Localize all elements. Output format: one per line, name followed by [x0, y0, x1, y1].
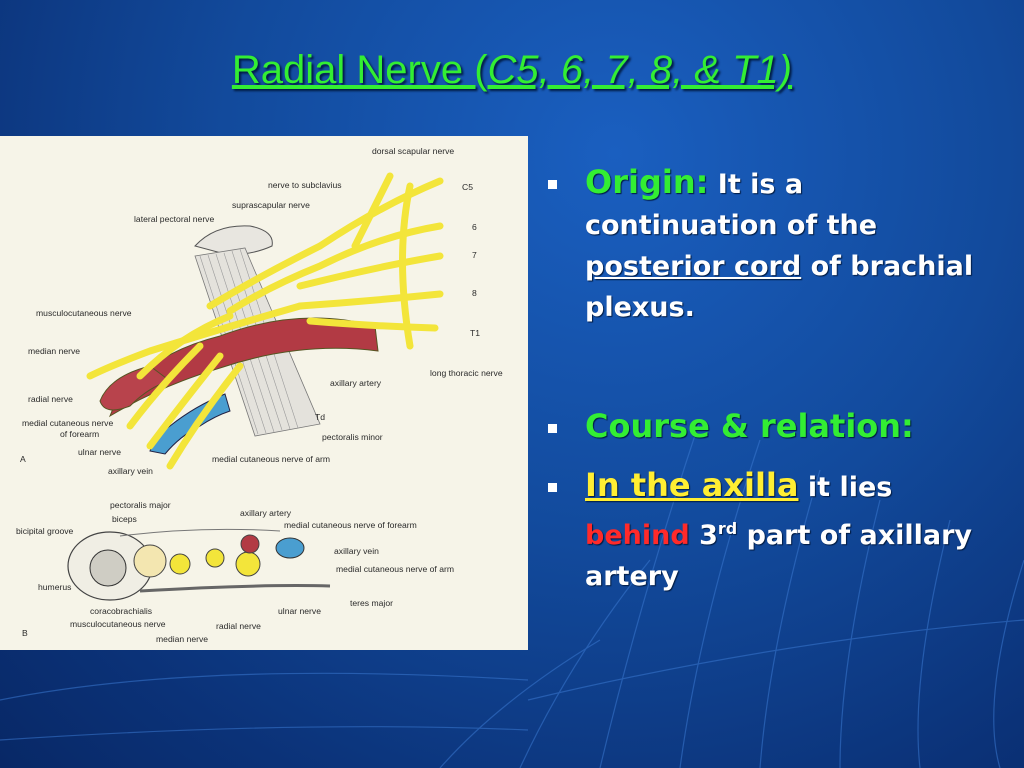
figure-label: coracobrachialis	[90, 606, 153, 616]
figure-label: axillary artery	[330, 378, 382, 388]
figure-label: medial cutaneous nerve of arm	[336, 564, 454, 574]
figure-label: 6	[472, 222, 477, 232]
figure-label: radial nerve	[216, 621, 261, 631]
figure-label: musculocutaneous nerve	[36, 308, 132, 318]
figure-label: axillary vein	[108, 466, 153, 476]
figure-label: lateral pectoral nerve	[134, 214, 215, 224]
figure-label: median nerve	[156, 634, 209, 644]
figure-label: teres major	[350, 598, 393, 608]
figure-label: 7	[472, 250, 477, 260]
figure-label: axillary vein	[334, 546, 379, 556]
anatomy-figure: dorsal scapular nerve nerve to subclaviu…	[0, 136, 528, 650]
figure-label: humerus	[38, 582, 72, 592]
figure-label: radial nerve	[28, 394, 73, 404]
course-label: Course & relation:	[585, 407, 914, 445]
figure-label: B	[22, 628, 28, 638]
bullet-marker	[548, 180, 557, 189]
axilla-label: In the axilla	[585, 466, 799, 504]
bullet-marker	[548, 483, 557, 492]
behind-term: behind	[585, 520, 690, 551]
figure-label: biceps	[112, 514, 137, 524]
figure-label: nerve to subclavius	[268, 180, 342, 190]
slide-title: Radial Nerve (C5, 6, 7, 8, & T1)	[231, 48, 793, 92]
figure-label: A	[20, 454, 26, 464]
figure-label: long thoracic nerve	[430, 368, 503, 378]
origin-label: Origin:	[585, 163, 709, 201]
figure-label: of forearm	[60, 429, 100, 439]
figure-label: C5	[462, 182, 473, 192]
figure-label: T1	[470, 328, 481, 338]
bullet-marker	[548, 424, 557, 433]
figure-label: suprascapular nerve	[232, 200, 310, 210]
brachial-plexus-drawing	[67, 172, 444, 601]
panel-b-drawing	[67, 528, 331, 601]
figure-label: axillary artery	[240, 508, 292, 518]
figure-label: pectoralis minor	[322, 432, 383, 442]
figure-label: Td	[315, 412, 326, 422]
posterior-cord-term: posterior cord	[585, 251, 802, 282]
figure-label: musculocutaneous nerve	[70, 619, 166, 629]
figure-label: medial cutaneous nerve of forearm	[284, 520, 417, 530]
figure-label: median nerve	[28, 346, 81, 356]
figure-label: dorsal scapular nerve	[372, 146, 455, 156]
figure-label: medial cutaneous nerve of arm	[212, 454, 330, 464]
figure-label: ulnar nerve	[278, 606, 321, 616]
figure-label: pectoralis major	[110, 500, 171, 510]
panel-a-drawing	[86, 172, 444, 470]
figure-label: medial cutaneous nerve	[22, 418, 114, 428]
figure-label: bicipital groove	[16, 526, 74, 536]
figure-label: ulnar nerve	[78, 447, 121, 457]
figure-label: 8	[472, 288, 477, 298]
